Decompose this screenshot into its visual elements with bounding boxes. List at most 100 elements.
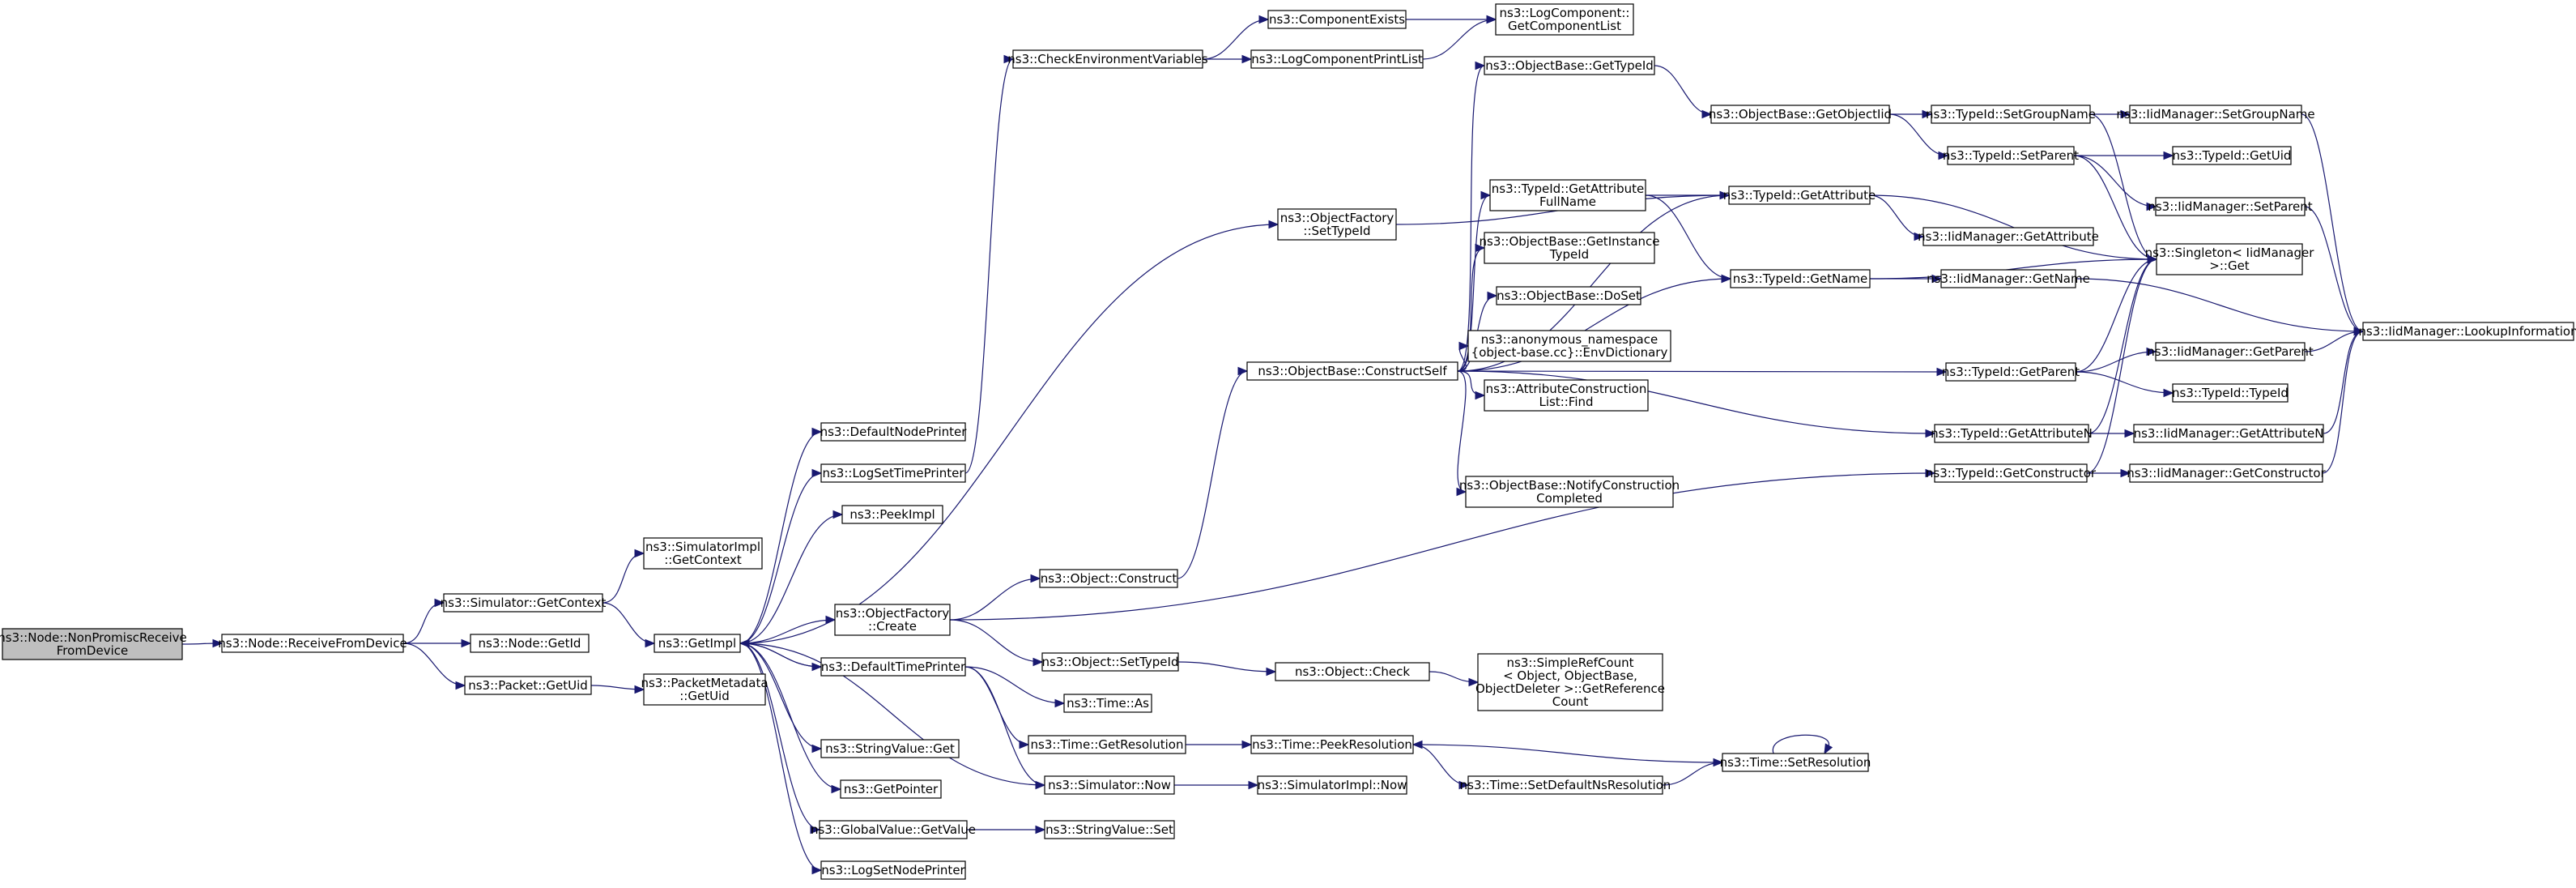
node-dtp[interactable]: ns3::DefaultTimePrinter xyxy=(820,657,966,677)
node-pi-label: ns3::PeekImpl xyxy=(849,507,935,522)
node-obds[interactable]: ns3::ObjectBase::DoSet xyxy=(1496,286,1641,305)
edge-obgt-to-obgoi-arrowhead xyxy=(1701,109,1713,119)
node-ce[interactable]: ns3::ComponentExists xyxy=(1267,10,1407,29)
node-dnp[interactable]: ns3::DefaultNodePrinter xyxy=(820,422,968,442)
node-tgp[interactable]: ns3::TypeId::GetParent xyxy=(1942,362,2080,382)
node-ta[interactable]: ns3::Time::As xyxy=(1063,694,1152,713)
edge-obcs-to-obgt-arrowhead xyxy=(1475,61,1486,70)
node-imli[interactable]: ns3::IidManager::LookupInformation xyxy=(2358,322,2576,341)
edge-oc-to-obcs-arrowhead xyxy=(1237,366,1249,376)
node-sin[interactable]: ns3::SimulatorImpl::Now xyxy=(1257,775,1407,795)
node-pmgu[interactable]: ns3::PacketMetadata::GetUid xyxy=(641,673,769,706)
node-ost[interactable]: ns3::Object::SetTypeId xyxy=(1041,652,1179,672)
node-tsr-box xyxy=(1722,753,1869,772)
node-tgu[interactable]: ns3::TypeId::GetUid xyxy=(2172,146,2292,165)
node-tsr[interactable]: ns3::Time::SetResolution xyxy=(1720,753,1871,772)
node-tgr-box xyxy=(1028,735,1186,754)
node-obgit-label: TypeId xyxy=(1549,247,1589,262)
edge-obcs-to-tgp xyxy=(1457,370,1947,373)
edge-tsgn-to-sig xyxy=(2089,113,2157,260)
node-sigc-label: ns3::SimulatorImpl xyxy=(645,540,760,554)
node-imgn[interactable]: ns3::IidManager::GetName xyxy=(1927,269,2090,288)
edge-gi-to-gp-arrowhead xyxy=(831,784,842,794)
node-gp[interactable]: ns3::GetPointer xyxy=(840,779,942,799)
edge-ofc-to-ost xyxy=(949,619,1043,663)
edge-tsr-to-tsr xyxy=(1772,734,1830,754)
node-nget[interactable]: ns3::Node::GetId xyxy=(470,634,590,653)
edge-tga-to-imga-arrowhead xyxy=(1914,232,1925,241)
node-lcgcl[interactable]: ns3::LogComponent::GetComponentList xyxy=(1495,3,1634,36)
node-obgoi[interactable]: ns3::ObjectBase::GetObjectIid xyxy=(1709,105,1892,124)
node-sig[interactable]: ns3::Singleton< IidManager>::Get xyxy=(2145,243,2315,275)
node-ofst[interactable]: ns3::ObjectFactory::SetTypeId xyxy=(1277,208,1397,241)
node-oc[interactable]: ns3::Object::Construct xyxy=(1039,569,1178,588)
node-imgan[interactable]: ns3::IidManager::GetAttributeN xyxy=(2133,424,2324,443)
node-tga[interactable]: ns3::TypeId::GetAttribute xyxy=(1723,186,1876,205)
edge-obcs-to-tgn xyxy=(1457,278,1731,372)
node-lcpl[interactable]: ns3::LogComponentPrintList xyxy=(1250,49,1424,69)
node-svg[interactable]: ns3::StringValue::Get xyxy=(820,739,960,758)
node-svg-label: ns3::StringValue::Get xyxy=(825,741,955,756)
node-ost-box xyxy=(1041,652,1179,672)
node-sigc[interactable]: ns3::SimulatorImpl::GetContext xyxy=(643,537,763,570)
node-obnc[interactable]: ns3::ObjectBase::NotifyConstructionCompl… xyxy=(1459,476,1680,508)
node-srgc[interactable]: ns3::SimpleRefCount< Object, ObjectBase,… xyxy=(1475,653,1665,711)
node-gi[interactable]: ns3::GetImpl xyxy=(654,634,741,653)
node-aclf-box xyxy=(1484,379,1649,412)
edge-gi-to-svg xyxy=(739,643,822,749)
edge-sgc-to-sigc xyxy=(602,553,645,604)
node-tgc[interactable]: ns3::TypeId::GetConstructor xyxy=(1926,463,2097,483)
node-lnp[interactable]: ns3::LogSetNodePrinter xyxy=(820,860,966,880)
node-tsgn-box xyxy=(1931,105,2091,124)
node-tsgn[interactable]: ns3::TypeId::SetGroupName xyxy=(1926,105,2096,124)
node-sgc[interactable]: ns3::Simulator::GetContext xyxy=(441,593,607,613)
node-imgc[interactable]: ns3::IidManager::GetConstructor xyxy=(2127,463,2327,483)
node-obgt[interactable]: ns3::ObjectBase::GetTypeId xyxy=(1484,56,1655,75)
node-tgc-label: ns3::TypeId::GetConstructor xyxy=(1926,466,2097,480)
node-sin-label: ns3::SimulatorImpl::Now xyxy=(1258,778,1407,792)
edge-tgafn-to-tga-arrowhead xyxy=(1719,190,1731,200)
edge-ochk-to-srgc-arrowhead xyxy=(1468,677,1480,687)
call-edges xyxy=(181,15,2365,875)
edge-dtp-to-tgr-arrowhead xyxy=(1019,740,1030,749)
node-ofc-label: ns3::ObjectFactory xyxy=(836,606,950,621)
node-imsgn[interactable]: ns3::IidManager::SetGroupName xyxy=(2116,105,2315,124)
node-aned[interactable]: ns3::anonymous_namespace{object-base.cc}… xyxy=(1467,330,1671,362)
node-obds-label: ns3::ObjectBase::DoSet xyxy=(1497,288,1641,303)
node-ochk[interactable]: ns3::Object::Check xyxy=(1275,662,1430,681)
node-pgu[interactable]: ns3::Packet::GetUid xyxy=(464,676,592,695)
node-imgn-box xyxy=(1940,269,2076,288)
node-cev[interactable]: ns3::CheckEnvironmentVariables xyxy=(1007,49,1208,69)
node-ssv[interactable]: ns3::StringValue::Set xyxy=(1044,820,1175,839)
node-pi[interactable]: ns3::PeekImpl xyxy=(841,505,943,524)
node-imsp[interactable]: ns3::IidManager::SetParent xyxy=(2148,197,2313,216)
edge-rfd-to-pgu-arrowhead xyxy=(455,681,466,690)
node-lnp-label: ns3::LogSetNodePrinter xyxy=(821,863,965,877)
node-tpr[interactable]: ns3::Time::PeekResolution xyxy=(1250,735,1414,754)
node-ofc[interactable]: ns3::ObjectFactory::Create xyxy=(834,604,951,636)
node-tgu-box xyxy=(2172,146,2292,165)
node-tgan[interactable]: ns3::TypeId::GetAttributeN xyxy=(1931,424,2093,443)
node-imgp[interactable]: ns3::IidManager::GetParent xyxy=(2147,342,2314,361)
node-tpr-label: ns3::Time::PeekResolution xyxy=(1252,737,1412,752)
node-gp-box xyxy=(840,779,942,799)
node-imga[interactable]: ns3::IidManager::GetAttribute xyxy=(1918,227,2099,246)
node-tgn[interactable]: ns3::TypeId::GetName xyxy=(1730,269,1871,288)
node-rfd[interactable]: ns3::Node::ReceiveFromDevice xyxy=(218,634,407,653)
node-tsdr[interactable]: ns3::Time::SetDefaultNsResolution xyxy=(1460,775,1671,795)
node-obnc-box xyxy=(1465,476,1674,508)
node-sn[interactable]: ns3::Simulator::Now xyxy=(1044,775,1175,795)
edge-sn-to-gi xyxy=(739,643,1045,786)
node-pgu-label: ns3::Packet::GetUid xyxy=(468,678,588,693)
node-tsp[interactable]: ns3::TypeId::SetParent xyxy=(1943,146,2079,165)
node-gvgv[interactable]: ns3::GlobalValue::GetValue xyxy=(811,820,976,839)
node-tgr[interactable]: ns3::Time::GetResolution xyxy=(1028,735,1186,754)
edge-ofc-to-tgc-arrowhead xyxy=(1925,468,1936,478)
node-ltp[interactable]: ns3::LogSetTimePrinter xyxy=(820,463,966,483)
node-tti[interactable]: ns3::TypeId::TypeId xyxy=(2172,383,2289,403)
node-obcs[interactable]: ns3::ObjectBase::ConstructSelf xyxy=(1246,361,1458,381)
